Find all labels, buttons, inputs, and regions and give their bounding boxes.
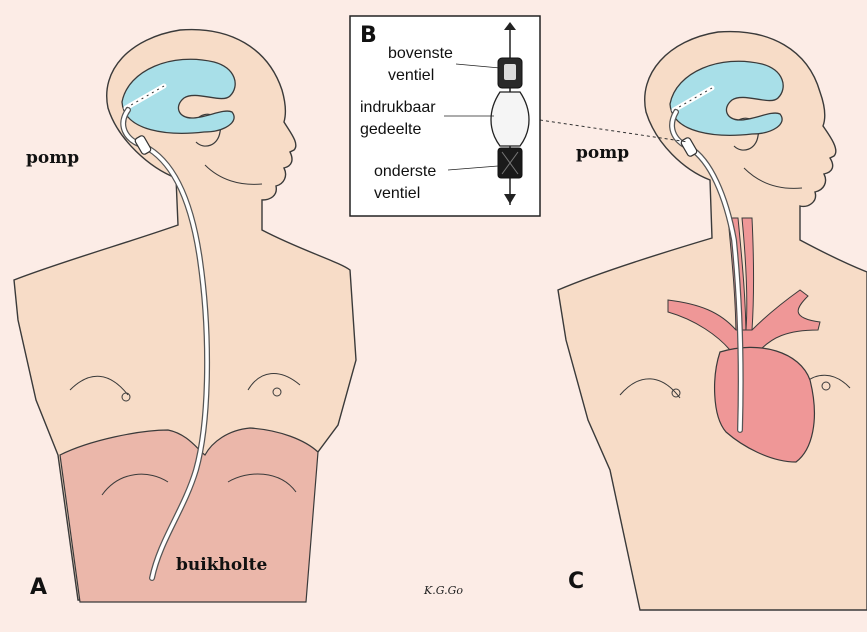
inset-b-letter: B <box>360 23 377 48</box>
signature: K.G.Go <box>423 584 463 597</box>
figure-a-abdomen-label: buikholte <box>176 555 267 575</box>
figure-c-pump-label: pomp <box>576 143 629 163</box>
inset-label-onderste: onderste <box>374 163 436 180</box>
figure-c: pomp C <box>558 32 867 610</box>
inset-label-ventiel-upper: ventiel <box>388 67 434 84</box>
figure-a-abdomen <box>60 428 318 602</box>
inset-label-ventiel-lower: ventiel <box>374 185 420 202</box>
inset-label-gedeelte: gedeelte <box>360 121 421 138</box>
figure-c-letter: C <box>568 569 584 594</box>
compressible-chamber <box>491 92 529 146</box>
inset-label-bovenste: bovenste <box>388 45 453 62</box>
inset-label-indrukbaar: indrukbaar <box>360 99 436 116</box>
inset-b: B bovenste ventiel indrukbaar gedeelte o… <box>350 16 540 216</box>
figure-a: pomp buikholte A <box>14 30 356 602</box>
figure-a-pump-label: pomp <box>26 148 79 168</box>
figure-a-letter: A <box>30 575 47 600</box>
